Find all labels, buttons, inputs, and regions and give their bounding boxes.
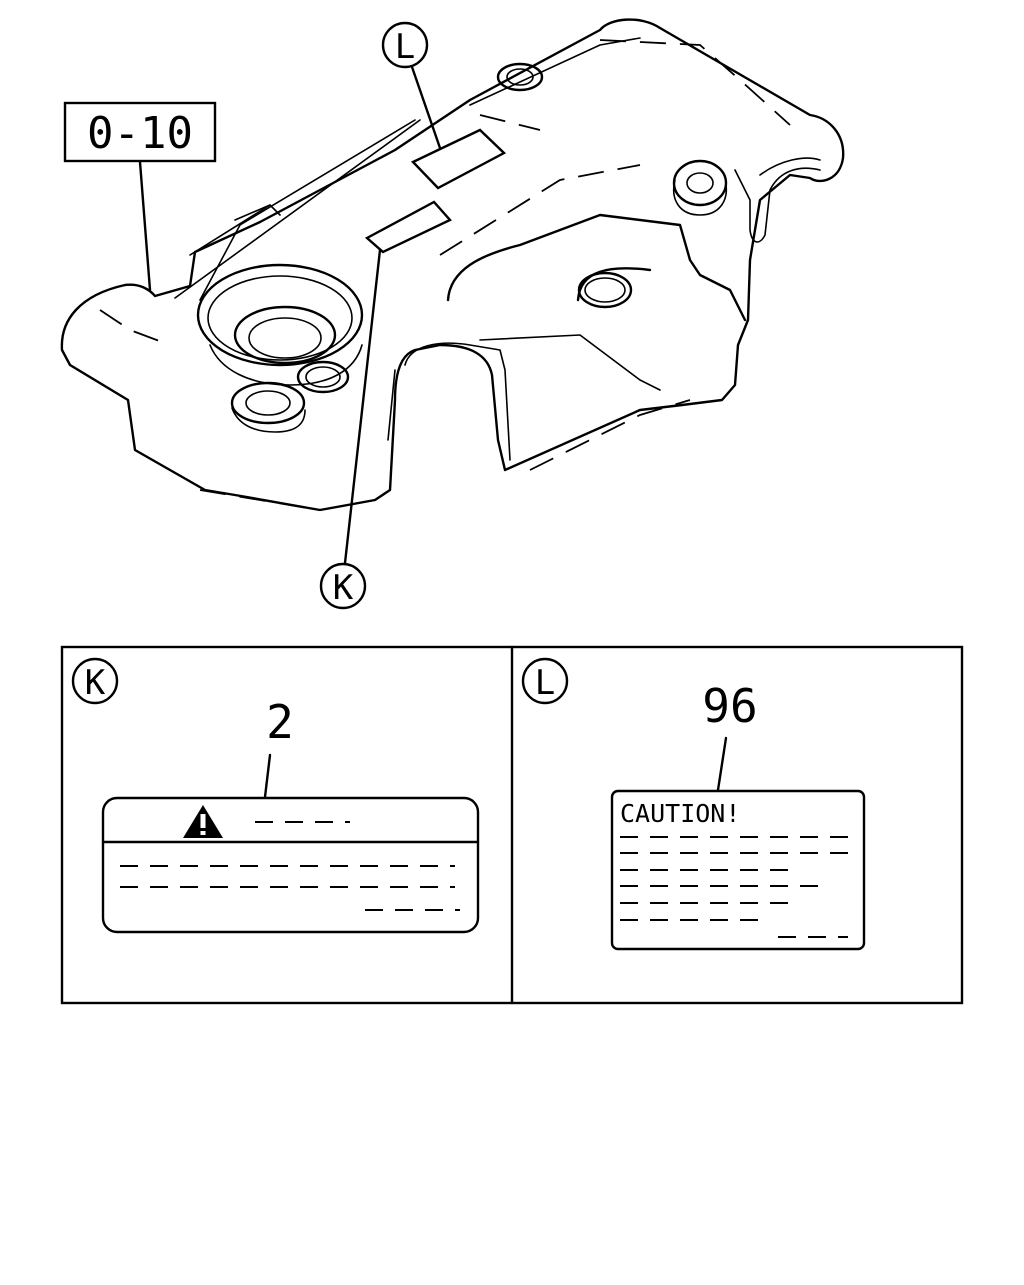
panel-l-letter: L	[535, 663, 555, 703]
label-k-location	[364, 200, 452, 254]
caution-label: CAUTION!	[610, 789, 866, 951]
panel-k-letter: K	[85, 663, 106, 703]
callout-l: L	[381, 21, 442, 150]
panel-l: L 96 CAUTION!	[521, 657, 866, 951]
caution-heading: CAUTION!	[620, 799, 740, 828]
callout-k-letter: K	[333, 568, 354, 608]
reference-label: 0-10	[87, 108, 193, 159]
label-l-location	[410, 128, 507, 190]
warning-label	[101, 796, 480, 934]
panel-l-part-number: 96	[702, 679, 757, 733]
bracket-part-illustration	[60, 18, 845, 512]
panel-k-part-number: 2	[266, 695, 294, 749]
callout-l-letter: L	[395, 27, 415, 67]
reference-box: 0-10	[63, 101, 217, 292]
warning-triangle-icon	[183, 805, 223, 838]
callout-k: K	[319, 248, 382, 610]
panel-k: K 2	[71, 657, 480, 934]
